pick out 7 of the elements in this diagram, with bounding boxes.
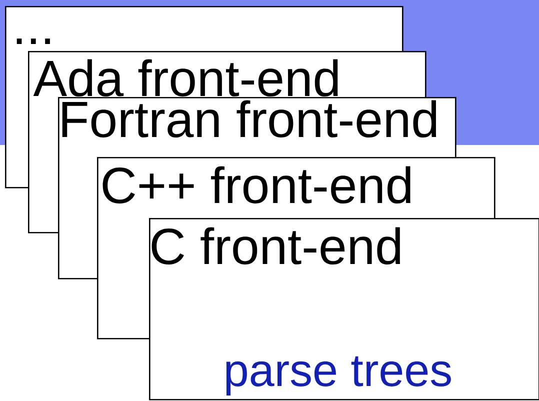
box-title: ... [16, 38, 50, 44]
box-title: C++ front-end [102, 166, 410, 204]
box-note: parse trees [226, 356, 451, 396]
box-title: Fortran front-end [62, 100, 436, 138]
box-title: C front-end [152, 227, 400, 264]
box-title: Ada front-end [33, 59, 338, 96]
front-end-card [149, 218, 539, 400]
